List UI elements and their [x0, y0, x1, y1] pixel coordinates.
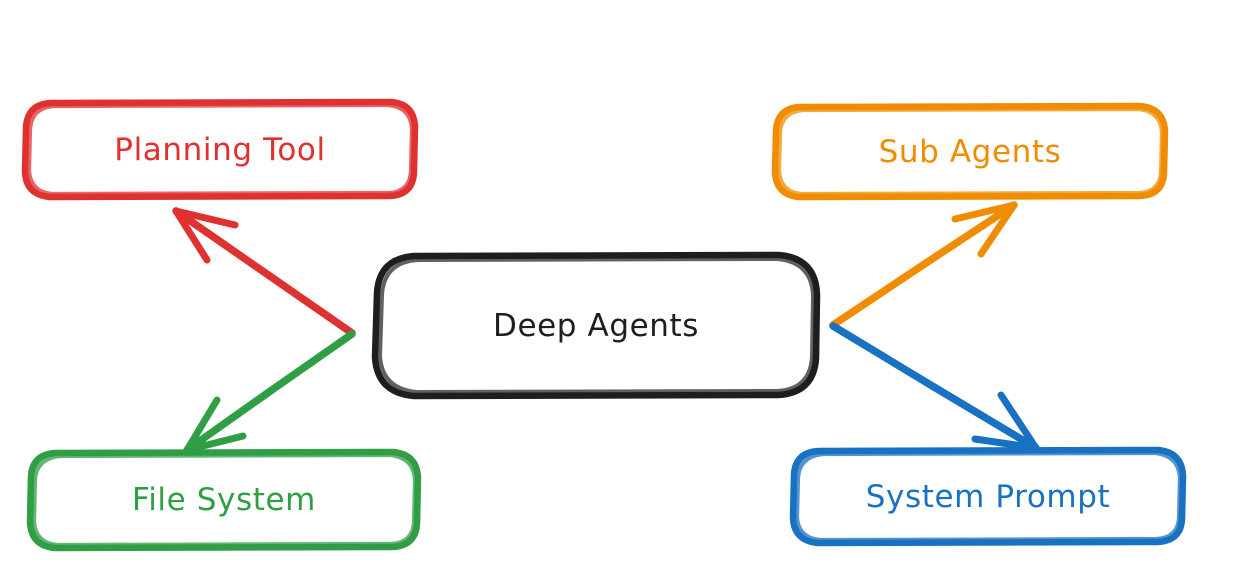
arrowhead-sub-agents	[951, 201, 1018, 258]
edge-deep-agents-to-sub-agents[interactable]	[829, 201, 1018, 329]
edge-line-system-prompt	[829, 322, 1040, 452]
edge-deep-agents-to-file-system[interactable]	[183, 330, 356, 454]
node-shape-system-prompt[interactable]	[789, 446, 1187, 547]
arrowhead-planning-tool	[172, 207, 239, 264]
edge-deep-agents-to-planning-tool[interactable]	[172, 207, 356, 337]
node-shape-file-system[interactable]	[26, 448, 422, 552]
edge-line-planning-tool	[172, 207, 356, 337]
node-planning-tool[interactable]	[25, 102, 415, 197]
node-outline-deep-agents-a	[371, 251, 821, 400]
edge-line-file-system	[183, 330, 356, 454]
node-outline-sub-agents-b	[776, 106, 1165, 197]
arrowhead-file-system	[183, 396, 247, 454]
node-outline-file-system-a	[26, 448, 422, 552]
node-shape-planning-tool[interactable]	[21, 98, 419, 201]
node-outline-system-prompt-b	[794, 450, 1183, 543]
node-shape-sub-agents[interactable]	[771, 102, 1169, 201]
node-shape-deep-agents[interactable]	[371, 251, 821, 400]
node-sub-agents[interactable]	[775, 106, 1165, 197]
node-outline-sub-agents-a	[771, 102, 1169, 201]
node-outline-system-prompt-a	[789, 446, 1187, 547]
edge-deep-agents-to-system-prompt[interactable]	[829, 322, 1040, 452]
node-outline-deep-agents-b	[378, 257, 815, 394]
node-system-prompt[interactable]	[793, 450, 1183, 543]
node-file-system[interactable]	[30, 452, 418, 548]
node-outline-planning-tool-b	[26, 102, 415, 197]
node-outline-file-system-b	[31, 452, 418, 548]
arrowhead-system-prompt	[971, 391, 1040, 452]
node-outline-planning-tool-a	[21, 98, 419, 201]
edge-line-sub-agents	[829, 201, 1018, 329]
node-deep-agents[interactable]	[375, 255, 817, 396]
